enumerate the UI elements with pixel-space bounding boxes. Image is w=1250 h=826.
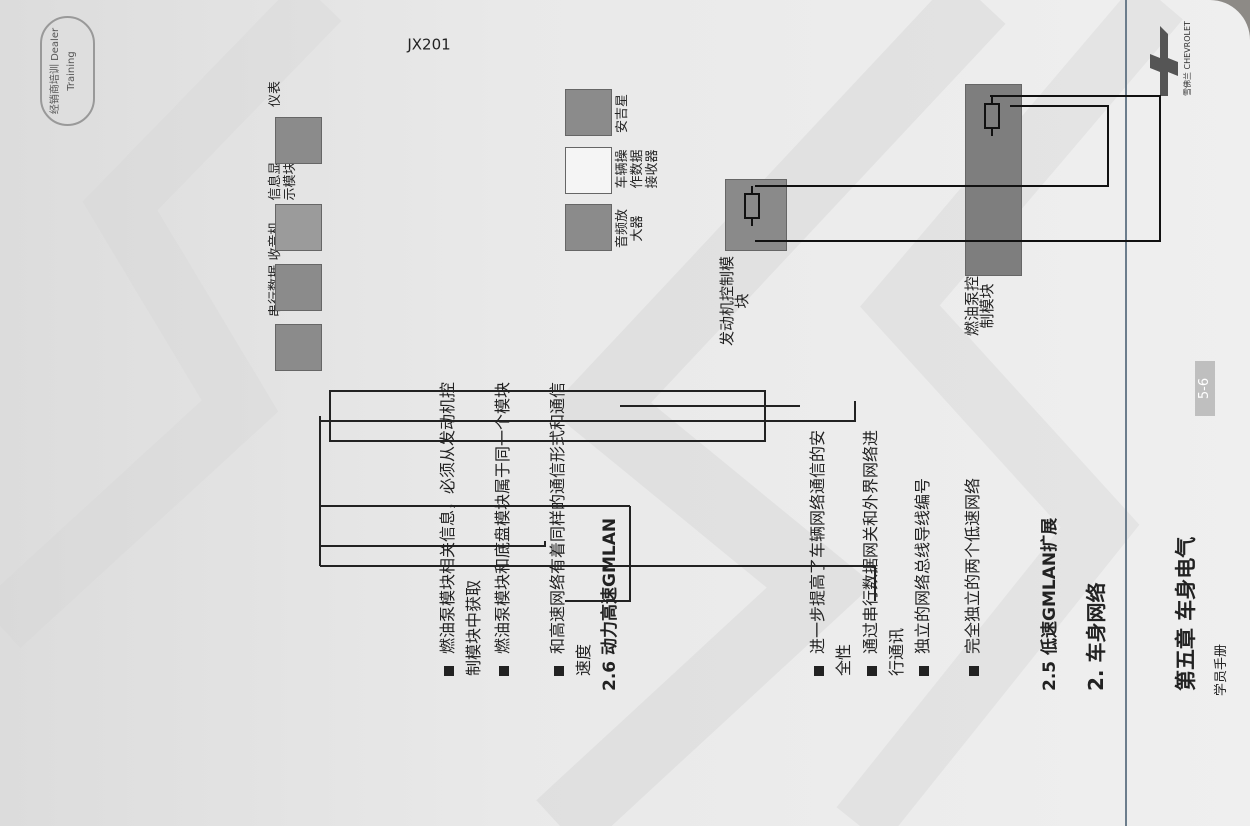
footer-label: 学员手册 bbox=[1214, 643, 1229, 696]
ecm-resistor-icon bbox=[740, 186, 770, 226]
bowtie-icon bbox=[1150, 26, 1178, 96]
page-number: 5-6 bbox=[1195, 361, 1215, 416]
fpcm-resistor-icon bbox=[980, 96, 1010, 136]
chevrolet-logo: 雪佛兰 CHEVROLET bbox=[1150, 16, 1210, 96]
